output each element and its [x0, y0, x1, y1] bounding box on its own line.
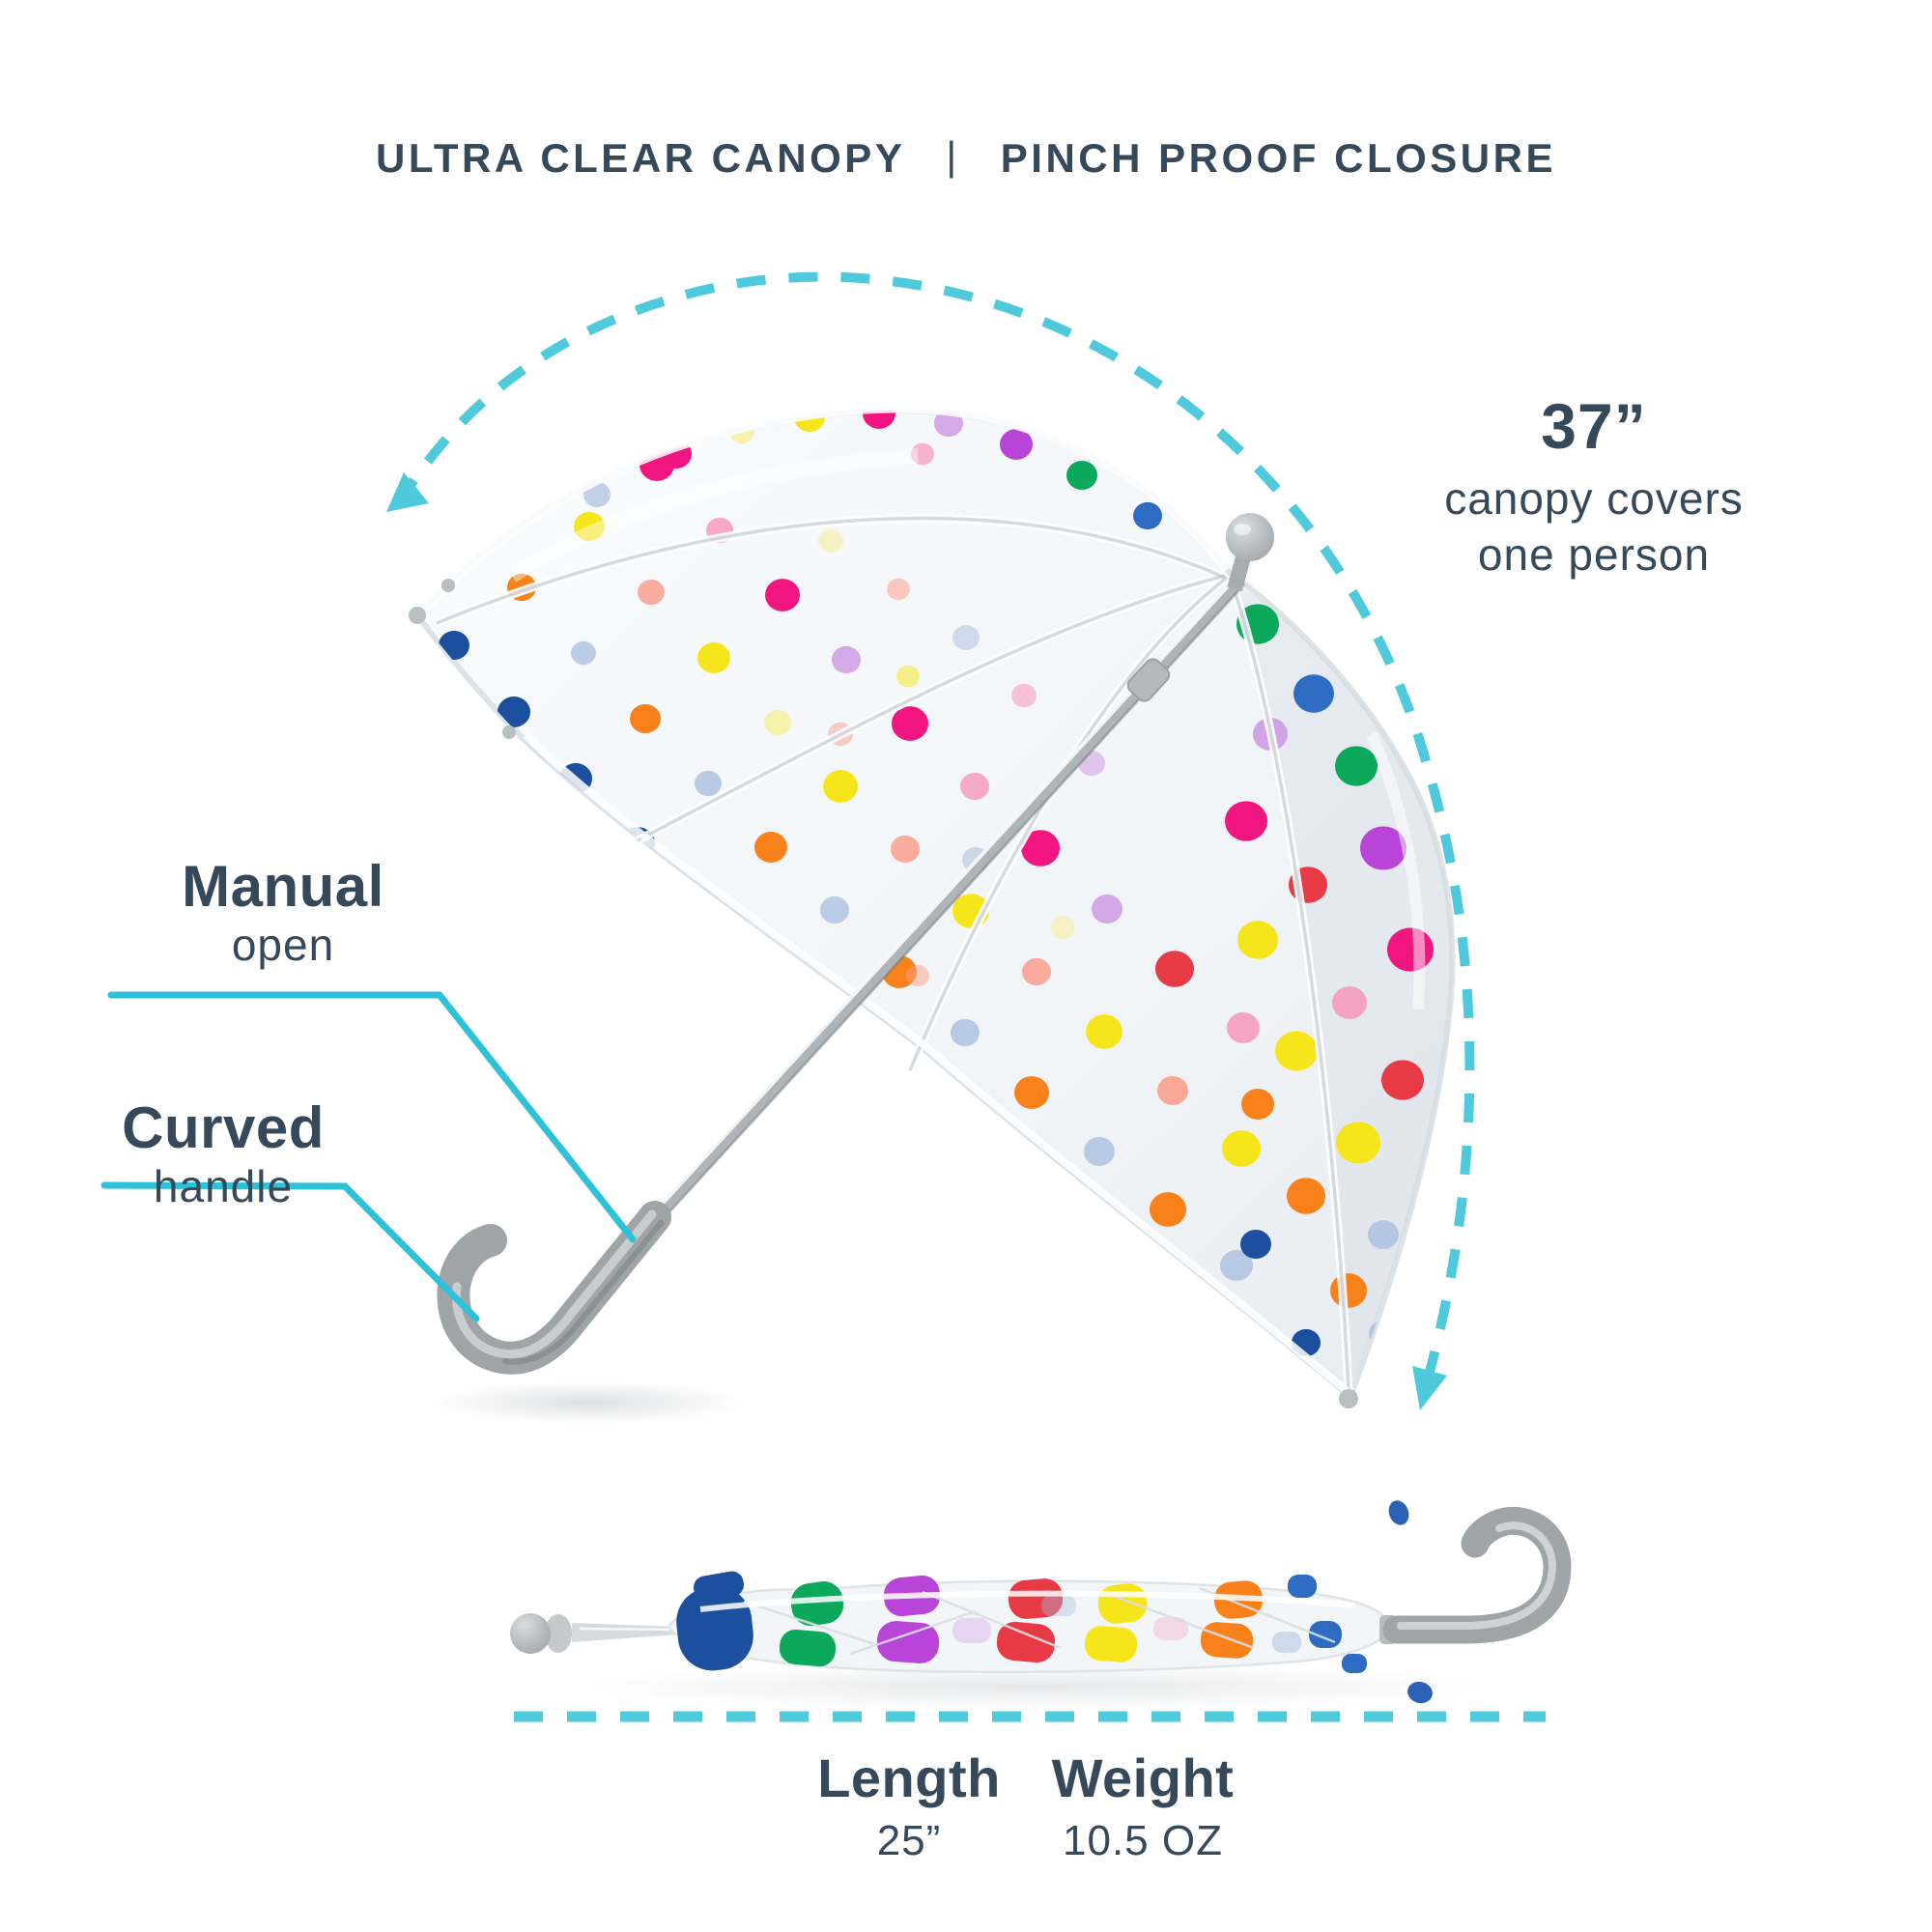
page-title: ULTRA CLEAR CANOPY | PINCH PROOF CLOSURE	[0, 133, 1932, 182]
shaft-runner-collar	[1126, 658, 1171, 702]
curved-label-light: handle	[153, 1161, 294, 1211]
manual-open-label: Manual open	[138, 856, 428, 975]
folded-tip-cap	[545, 1614, 572, 1653]
umbrella-handle	[437, 1201, 671, 1375]
length-label: Length	[817, 1747, 1001, 1808]
title-divider: |	[946, 133, 960, 179]
arrowhead-icon	[1412, 1366, 1447, 1410]
canopy-size-arc	[386, 271, 1475, 1410]
manual-label-bold: Manual	[182, 854, 384, 919]
weight-spec: Weight 10.5 OZ	[1027, 1747, 1259, 1865]
title-left: ULTRA CLEAR CANOPY	[376, 135, 906, 181]
canopy-size-note: 37” canopy covers one person	[1381, 394, 1806, 583]
curved-handle-callout-line	[100, 1181, 480, 1322]
folded-color-bands	[676, 1571, 1367, 1673]
length-value: 25”	[876, 1816, 942, 1864]
canopy-size-value: 37”	[1541, 390, 1647, 462]
open-umbrella-shadow	[435, 1381, 744, 1424]
weight-value: 10.5 OZ	[1063, 1816, 1223, 1864]
manual-open-callout-line	[107, 991, 637, 1243]
title-right: PINCH PROOF CLOSURE	[1000, 135, 1556, 181]
canopy-note-line2: one person	[1477, 528, 1711, 580]
open-umbrella	[409, 404, 1456, 1408]
rib-tip-beads	[409, 579, 1358, 1408]
loose-blue-dots	[1388, 1500, 1433, 1704]
curved-label-bold: Curved	[122, 1095, 325, 1160]
canopy-note-line1: canopy covers	[1444, 473, 1744, 524]
umbrella-shaft	[646, 574, 1245, 1229]
weight-label: Weight	[1051, 1747, 1235, 1808]
folded-umbrella-handle	[1382, 1506, 1572, 1644]
arrowhead-icon	[386, 472, 429, 512]
folded-umbrella	[510, 1500, 1572, 1722]
umbrella-finial	[1226, 513, 1274, 592]
manual-label-light: open	[231, 920, 335, 970]
length-spec: Length 25”	[793, 1747, 1025, 1865]
folded-umbrella-shadow	[580, 1663, 1488, 1710]
curved-handle-label: Curved handle	[78, 1097, 368, 1216]
